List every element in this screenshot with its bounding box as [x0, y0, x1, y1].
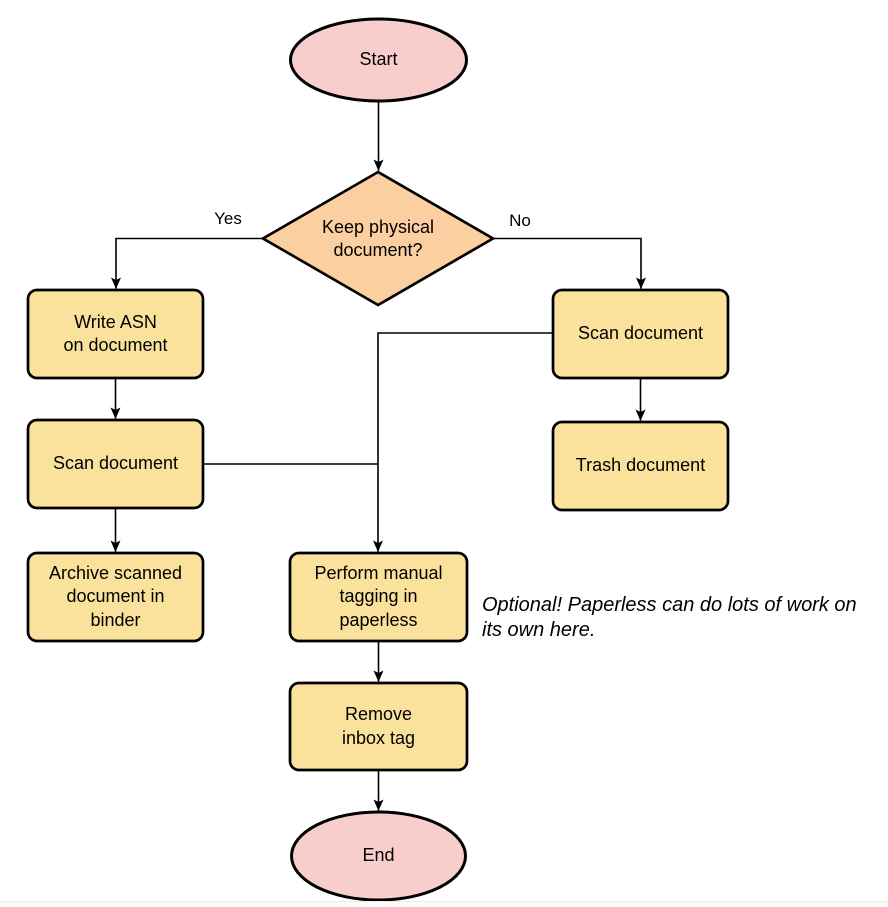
scan-left-node: [26, 418, 205, 510]
no-edge-label: No: [509, 211, 531, 230]
end-node: [290, 810, 467, 902]
start-node: [289, 17, 468, 103]
archive-node: [26, 551, 205, 643]
page-bottom-divider: [0, 901, 888, 907]
scan-right-node: [551, 288, 730, 380]
remove-inbox-node: [288, 681, 469, 772]
trash-node: [551, 420, 730, 512]
yes-edge-label: Yes: [214, 209, 242, 228]
write-asn-node: [26, 288, 205, 380]
decision-node: [260, 170, 496, 307]
tagging-node: [288, 551, 469, 643]
optional-note: Optional! Paperless can do lots of work …: [482, 594, 857, 641]
edge-scan-right-to-tagging: [373, 332, 553, 552]
edge-decision-no-to-scan-right: [493, 237, 646, 289]
edge-decision-yes-to-write-asn: [111, 237, 263, 289]
